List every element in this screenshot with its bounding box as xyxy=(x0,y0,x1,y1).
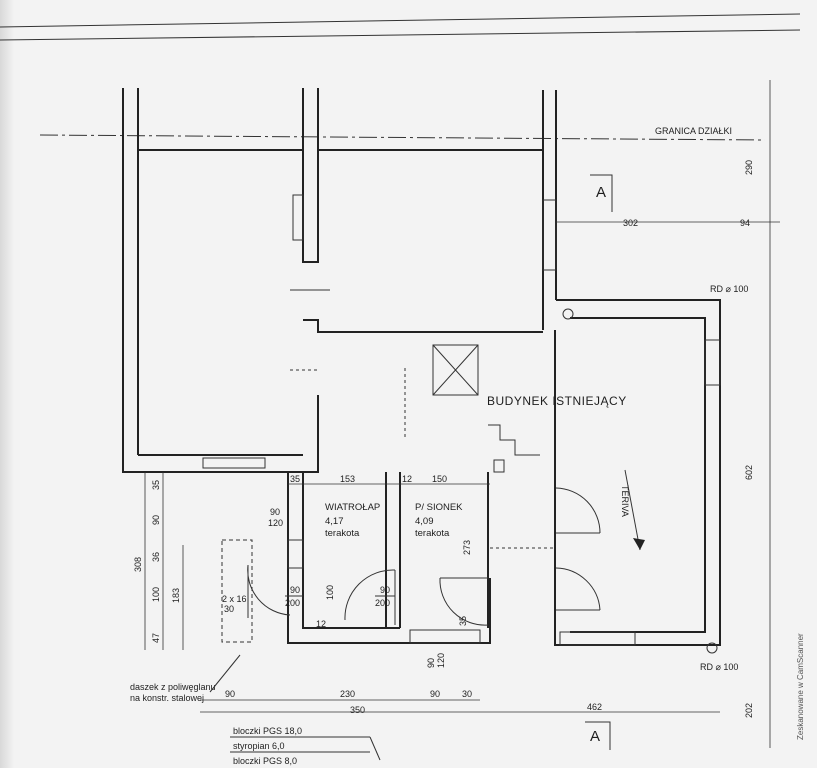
svg-text:90: 90 xyxy=(430,689,440,699)
svg-text:90: 90 xyxy=(290,585,300,595)
svg-text:30: 30 xyxy=(462,689,472,699)
scan-shadow xyxy=(0,0,14,768)
svg-text:35: 35 xyxy=(290,474,300,484)
extension-walls xyxy=(287,459,555,644)
stair-shaft xyxy=(432,344,479,396)
dimension-extension-top: 35 153 12 150 90 120 xyxy=(268,474,490,528)
dimension-doors: 90 200 90 200 100 12 273 35 90 120 xyxy=(285,540,472,668)
downpipe-top xyxy=(562,308,574,320)
house-window-left xyxy=(292,194,304,241)
svg-text:bloczki PGS 8,0: bloczki PGS 8,0 xyxy=(233,756,297,766)
svg-text:202: 202 xyxy=(744,703,754,718)
svg-text:183: 183 xyxy=(171,588,181,603)
svg-text:120: 120 xyxy=(268,518,283,528)
room-wiatrolap-name: WIATROŁAP xyxy=(325,502,380,513)
svg-text:12: 12 xyxy=(316,619,326,629)
svg-text:100: 100 xyxy=(325,585,335,600)
svg-text:47: 47 xyxy=(151,633,161,643)
svg-text:30: 30 xyxy=(224,604,234,614)
svg-text:350: 350 xyxy=(350,705,365,715)
svg-text:12: 12 xyxy=(402,474,412,484)
porch-window xyxy=(409,629,481,644)
svg-text:308: 308 xyxy=(133,557,143,572)
sheet-border-top-2 xyxy=(0,29,801,41)
svg-text:100: 100 xyxy=(151,587,161,602)
dimension-bottom: 90 230 90 30 350 462 xyxy=(200,689,720,715)
svg-text:35: 35 xyxy=(458,616,468,626)
svg-text:290: 290 xyxy=(744,160,754,175)
scanner-watermark: Zeskanowane w CamScanner xyxy=(796,633,805,740)
svg-text:302: 302 xyxy=(623,218,638,228)
svg-text:90: 90 xyxy=(225,689,235,699)
svg-text:153: 153 xyxy=(340,474,355,484)
existing-building: BUDYNEK ISTNIEJĄCY TERIVA xyxy=(487,299,721,654)
canopy-note: daszek z poliwęglanu na konstr. stalowej xyxy=(130,654,241,703)
svg-text:90: 90 xyxy=(380,585,390,595)
dimension-right: 302 94 290 602 202 RD ⌀ 100 RD ⌀ 100 xyxy=(556,80,780,748)
svg-text:90: 90 xyxy=(151,515,161,525)
svg-text:94: 94 xyxy=(740,218,750,228)
svg-text:daszek z poliwęglanu: daszek z poliwęglanu xyxy=(130,682,216,692)
house-window-right xyxy=(542,199,557,271)
svg-text:A: A xyxy=(596,184,606,201)
room-sionek-floor: terakota xyxy=(415,528,450,539)
svg-text:90: 90 xyxy=(270,507,280,517)
existing-window-right xyxy=(704,339,721,386)
existing-building-label: BUDYNEK ISTNIEJĄCY xyxy=(487,394,627,408)
svg-text:230: 230 xyxy=(340,689,355,699)
downpipe-bottom xyxy=(706,642,718,654)
svg-text:styropian 6,0: styropian 6,0 xyxy=(233,741,285,751)
teriva-arrow xyxy=(624,469,641,551)
canopy-outline xyxy=(221,539,253,643)
rd-label-top: RD ⌀ 100 xyxy=(710,284,748,294)
wall-layers-legend: bloczki PGS 18,0 styropian 6,0 bloczki P… xyxy=(230,726,381,766)
plot-boundary-line xyxy=(39,134,766,141)
room-sionek-name: P/ SIONEK xyxy=(415,502,463,513)
svg-text:150: 150 xyxy=(432,474,447,484)
svg-text:602: 602 xyxy=(744,465,754,480)
teriva-label: TERIVA xyxy=(620,485,630,517)
svg-text:462: 462 xyxy=(587,702,602,712)
svg-text:2 x 16: 2 x 16 xyxy=(222,594,247,604)
plot-boundary-label: GRANICA DZIAŁKI xyxy=(655,126,732,136)
rd-label-bottom: RD ⌀ 100 xyxy=(700,662,738,672)
svg-text:35: 35 xyxy=(151,480,161,490)
svg-text:36: 36 xyxy=(151,552,161,562)
house-window-bottom xyxy=(202,457,266,469)
svg-text:200: 200 xyxy=(285,598,300,608)
svg-text:bloczki PGS 18,0: bloczki PGS 18,0 xyxy=(233,726,302,736)
section-marker-top: A xyxy=(590,174,613,212)
room-wiatrolap-area: 4,17 xyxy=(325,516,344,527)
sheet-border-top xyxy=(0,13,801,28)
vestibule-window xyxy=(287,539,304,569)
svg-text:273: 273 xyxy=(462,540,472,555)
steps xyxy=(488,424,540,456)
svg-text:na konstr. stalowej: na konstr. stalowej xyxy=(130,693,204,703)
svg-text:90: 90 xyxy=(426,658,436,668)
room-sionek-area: 4,09 xyxy=(415,516,434,527)
svg-text:120: 120 xyxy=(436,653,446,668)
svg-text:A: A xyxy=(590,728,600,745)
existing-window-bottom xyxy=(559,631,636,646)
room-wiatrolap-floor: terakota xyxy=(325,528,360,539)
dimension-left: 308 35 90 36 100 47 183 2 x 16 30 xyxy=(133,472,247,650)
section-marker-bottom: A xyxy=(585,721,611,750)
door-swings xyxy=(247,487,601,626)
house-walls xyxy=(122,88,557,473)
svg-text:200: 200 xyxy=(375,598,390,608)
